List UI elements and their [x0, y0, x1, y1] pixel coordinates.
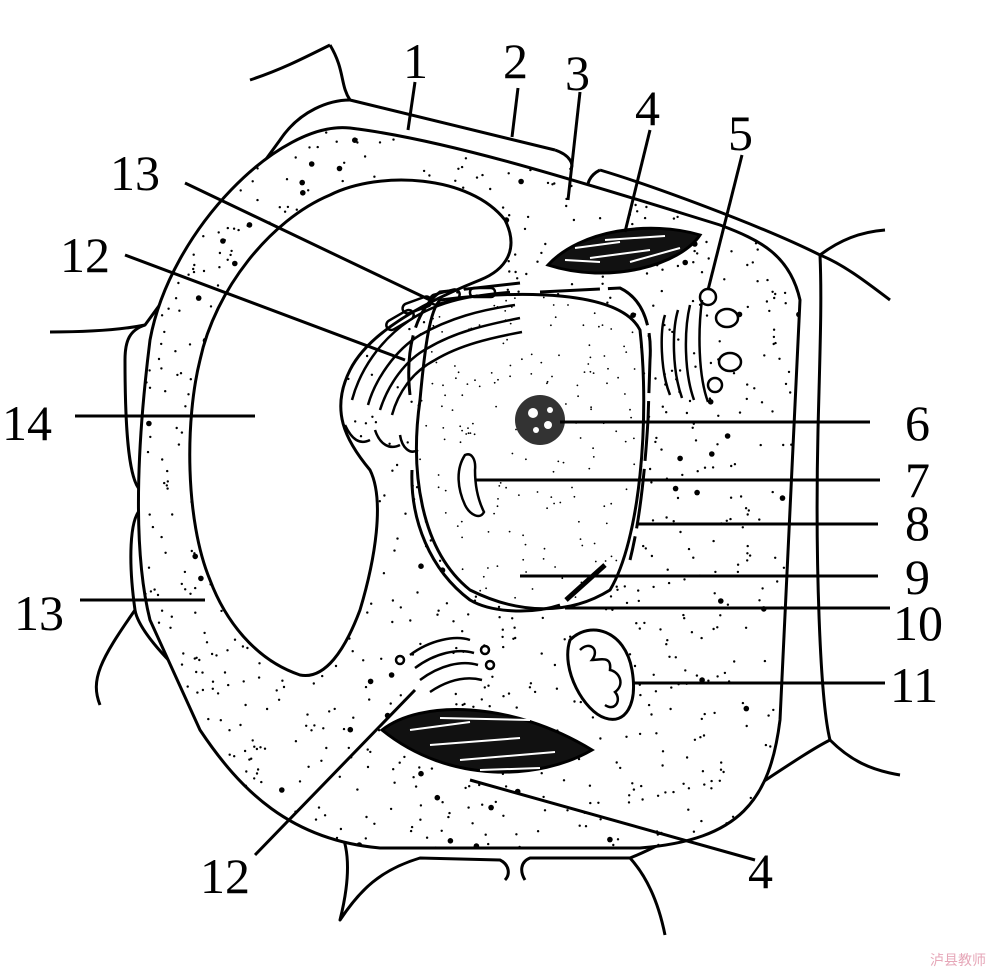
label-8: 8 [905, 495, 930, 551]
label-10: 10 [893, 595, 943, 651]
label-4-bottom: 4 [748, 843, 773, 899]
chromatin [457, 453, 486, 518]
label-6: 6 [905, 395, 930, 451]
endoplasmic-reticulum [343, 286, 523, 453]
chloroplast-bottom [379, 708, 595, 774]
label-5: 5 [728, 105, 753, 161]
nucleolus [515, 395, 565, 445]
label-4-top: 4 [635, 80, 660, 136]
watermark: 泸县教师 [930, 953, 986, 969]
nucleus [407, 281, 652, 613]
label-13-top: 13 [110, 145, 160, 201]
nucleoplasm-stipple [416, 294, 644, 609]
golgi-right [660, 287, 743, 403]
label-14: 14 [2, 395, 52, 451]
labels: 1 2 3 4 5 13 12 14 13 6 7 8 9 10 11 4 12 [2, 33, 943, 904]
label-12-top: 12 [60, 227, 110, 283]
label-11: 11 [890, 657, 938, 713]
chloroplast-top [545, 226, 703, 275]
label-9: 9 [905, 549, 930, 605]
label-13-bottom: 13 [14, 585, 64, 641]
golgi-apparatus [394, 636, 496, 694]
label-1: 1 [403, 33, 428, 89]
label-7: 7 [905, 452, 930, 508]
label-12-bottom: 12 [200, 848, 250, 904]
label-3: 3 [565, 45, 590, 101]
leader-lines [75, 81, 890, 862]
label-2: 2 [503, 33, 528, 89]
mitochondrion [566, 628, 635, 721]
vacuole [188, 178, 513, 678]
